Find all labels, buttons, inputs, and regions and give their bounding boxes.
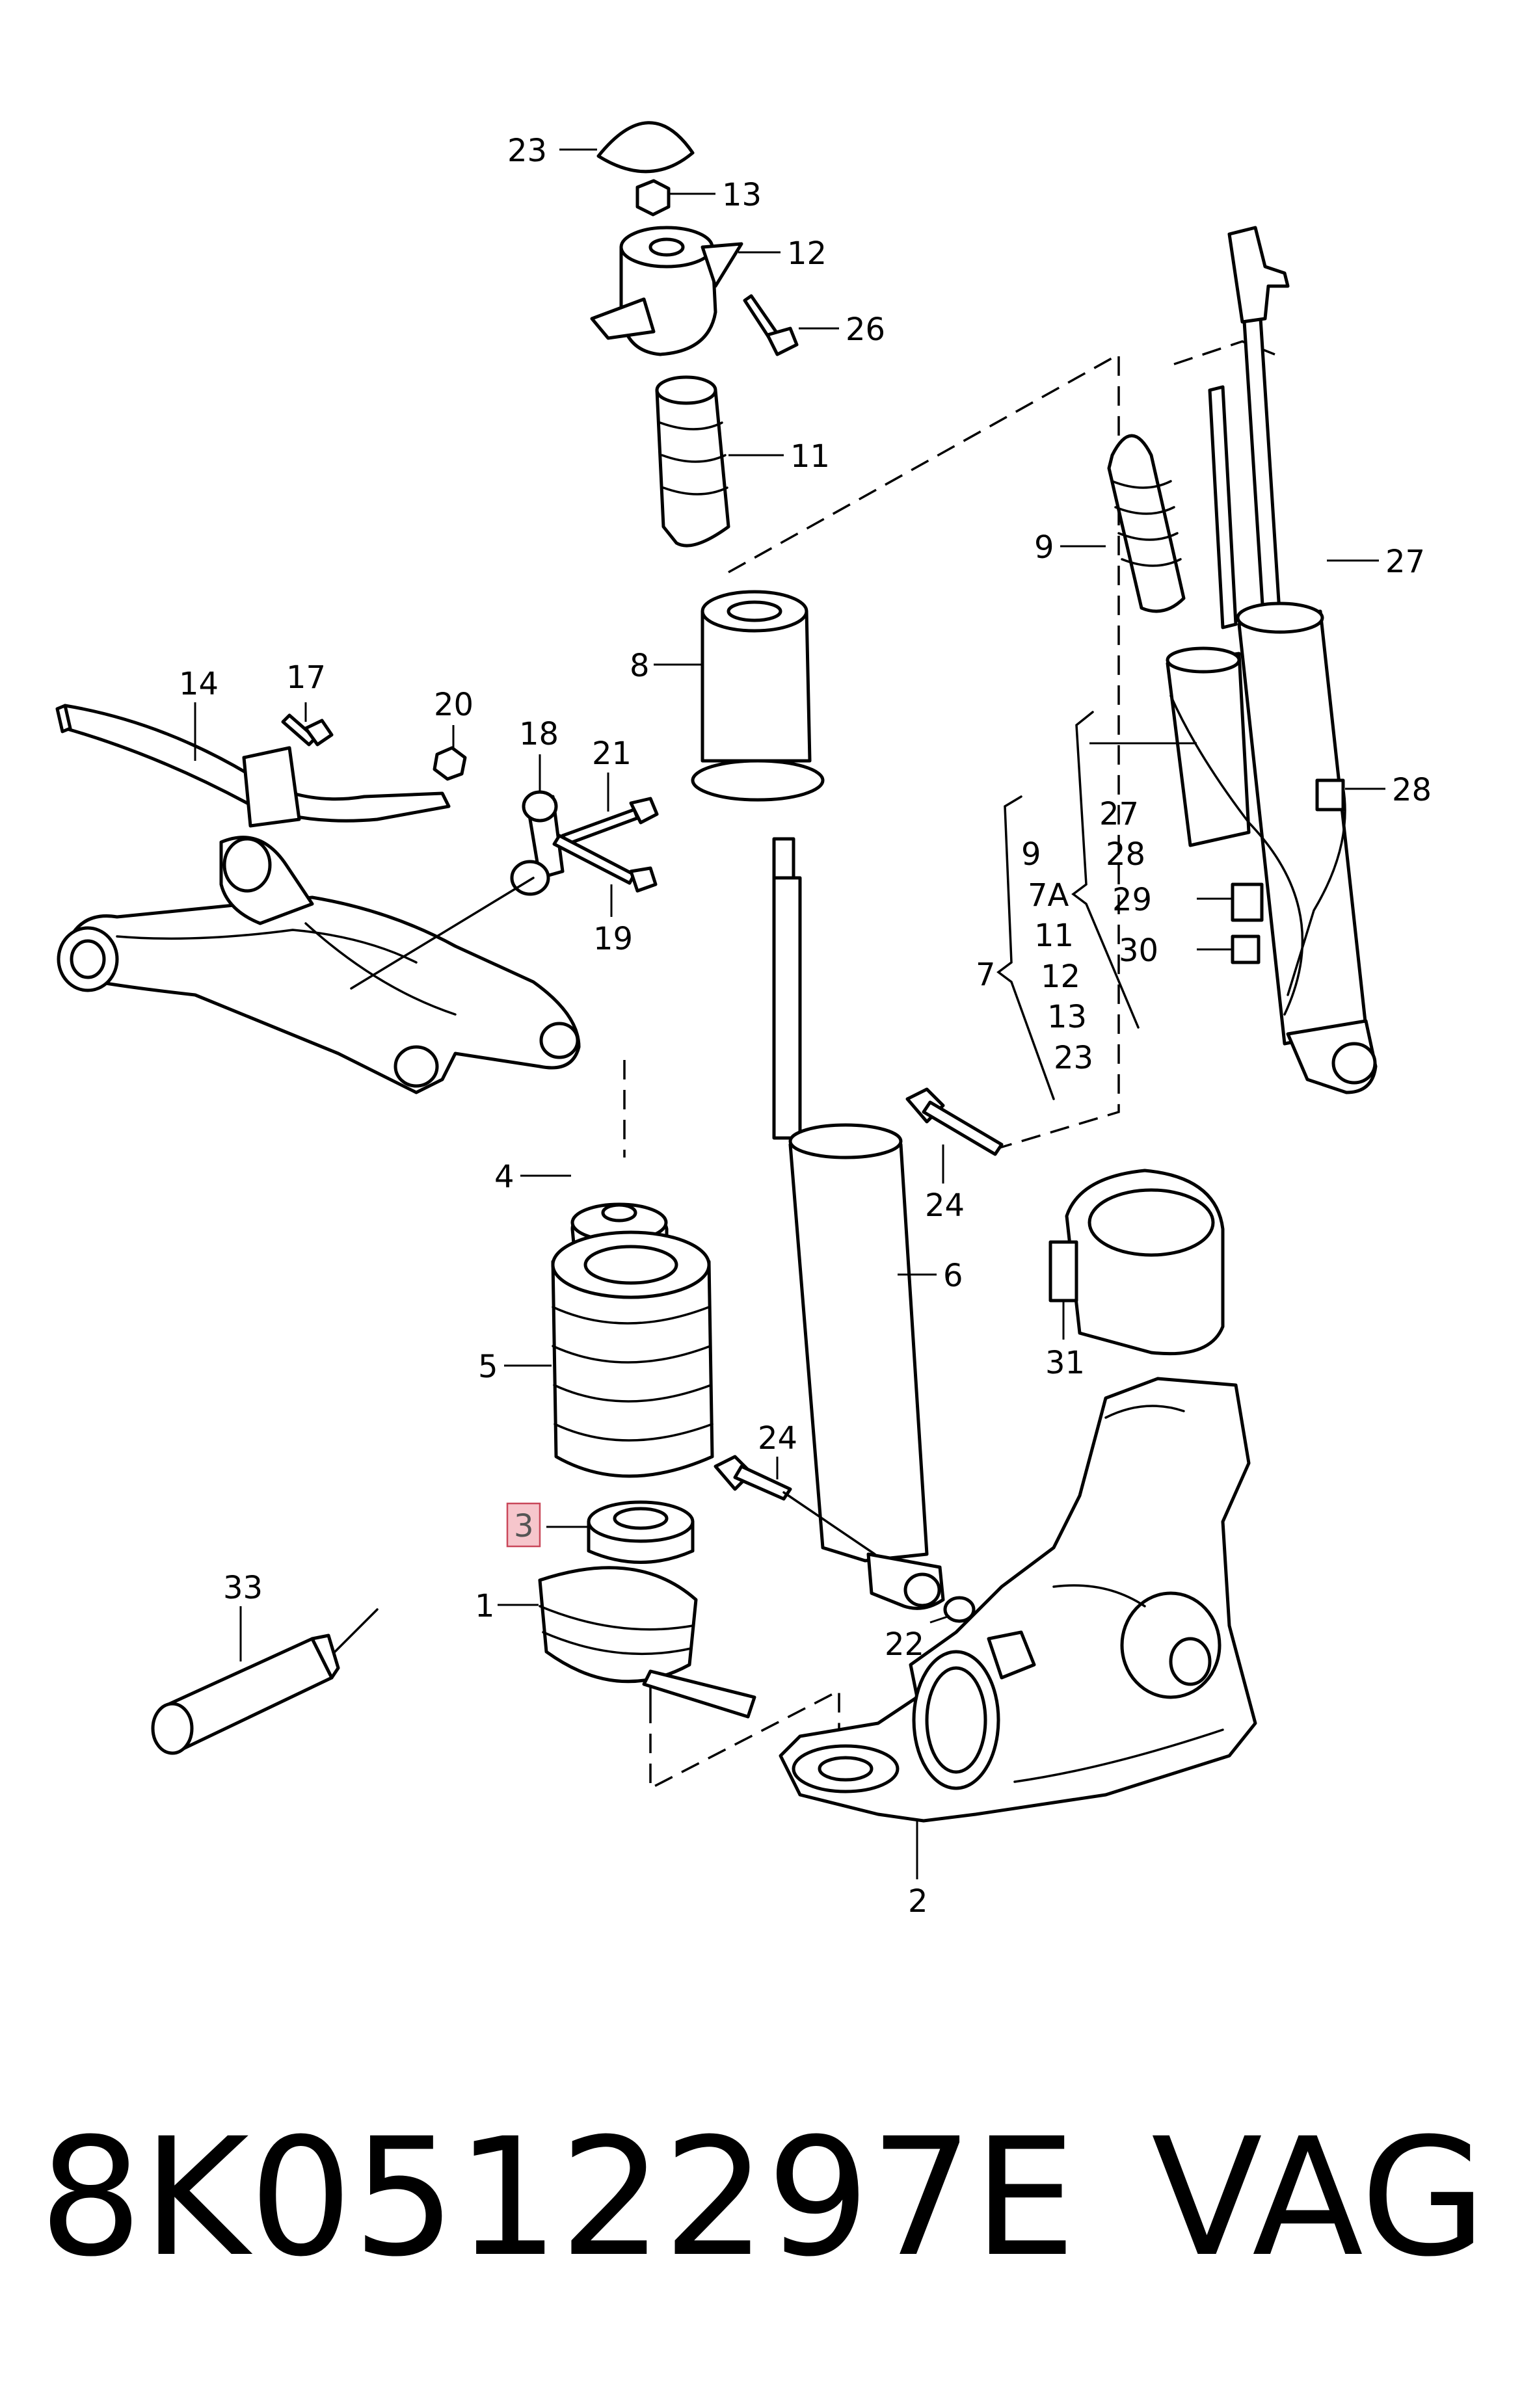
callout-6: 6 bbox=[943, 1258, 963, 1294]
part-13-nut: 13 bbox=[635, 177, 762, 217]
callout-22: 22 bbox=[885, 1626, 924, 1663]
group-7-item-0: 9 bbox=[1021, 836, 1041, 873]
part-26-bolt: 26 bbox=[743, 294, 885, 356]
callout-17: 17 bbox=[286, 659, 326, 696]
callout-31: 31 bbox=[1045, 1345, 1085, 1381]
part-24-bolt-upper: 24 bbox=[905, 1087, 1004, 1224]
callout-27: 27 bbox=[1385, 544, 1425, 580]
callout-12: 12 bbox=[787, 235, 827, 272]
callout-23: 23 bbox=[507, 133, 547, 169]
part-6-shock-absorber: 6 bbox=[772, 837, 963, 1610]
part-17-bolt: 17 bbox=[281, 659, 334, 747]
group-7a-item-2: 29 bbox=[1112, 882, 1152, 918]
callout-5: 5 bbox=[478, 1349, 498, 1385]
callout-24b: 24 bbox=[758, 1420, 797, 1457]
callout-13: 13 bbox=[722, 177, 762, 213]
group-7-bracket: 7 9 7A 11 12 13 23 bbox=[976, 795, 1093, 1100]
group-7-label: 7 bbox=[976, 957, 996, 993]
part-5-coil-spring: 5 bbox=[478, 1230, 714, 1478]
callout-14: 14 bbox=[179, 666, 219, 702]
brand-name: VAG bbox=[1151, 2103, 1487, 2292]
callout-33: 33 bbox=[223, 1570, 263, 1606]
callout-26: 26 bbox=[846, 311, 885, 348]
part-2-wheel-carrier: 2 bbox=[779, 1377, 1257, 1920]
part-23-cap: 23 bbox=[507, 121, 695, 174]
callout-1: 1 bbox=[475, 1588, 495, 1624]
group-7-item-3: 12 bbox=[1041, 959, 1080, 995]
group-7a-bracket: 27 28 29 30 bbox=[1071, 711, 1197, 1029]
group-7a-item-3: 30 bbox=[1119, 933, 1158, 969]
callout-2: 2 bbox=[908, 1883, 928, 1920]
group-7-item-5: 23 bbox=[1054, 1040, 1093, 1076]
part-12-top-mount: 12 bbox=[590, 226, 827, 356]
group-7-item-4: 13 bbox=[1047, 999, 1087, 1035]
callout-3: 3 bbox=[514, 1508, 534, 1544]
part-21-bolt: 21 bbox=[561, 735, 659, 846]
callout-3-highlight bbox=[506, 1502, 541, 1548]
callout-28: 28 bbox=[1392, 772, 1432, 808]
callout-8: 8 bbox=[630, 648, 650, 684]
part-29-30-sensors bbox=[1197, 882, 1264, 964]
group-7a-item-1: 28 bbox=[1106, 836, 1145, 873]
part-20-nut: 20 bbox=[433, 687, 474, 781]
callout-9b: 9 bbox=[1034, 529, 1054, 566]
part-11-bump-stop: 11 bbox=[655, 375, 830, 548]
callout-20: 20 bbox=[434, 687, 474, 723]
part-31-bushing: 31 bbox=[1045, 1169, 1225, 1381]
callout-18: 18 bbox=[519, 716, 559, 752]
part-33-grease-cartridge: 33 bbox=[151, 1570, 379, 1755]
group-7a-item-0: 27 bbox=[1099, 796, 1139, 832]
callout-4: 4 bbox=[494, 1159, 514, 1195]
callout-21: 21 bbox=[592, 735, 632, 772]
callout-19: 19 bbox=[593, 921, 633, 957]
part-trailing-arm bbox=[57, 836, 581, 1094]
callout-24a: 24 bbox=[925, 1187, 965, 1224]
part-27-air-strut: 27 28 bbox=[1166, 226, 1432, 1094]
part-22-washer: 22 bbox=[885, 1596, 976, 1663]
part-8-protective-tube: 8 bbox=[630, 590, 825, 802]
part-24-bolt-lower: 24 bbox=[714, 1420, 876, 1555]
part-9-dust-boot: 9 bbox=[1034, 434, 1186, 613]
part-18-coupling-rod: 18 bbox=[510, 716, 565, 896]
part-3-lower-spring-seat: 3 bbox=[506, 1500, 695, 1564]
part-number: 8K0512297E bbox=[39, 2103, 1076, 2292]
group-7-item-1: 7A bbox=[1028, 877, 1069, 914]
part-1-spring-pad: 1 bbox=[475, 1566, 756, 1719]
group-7-item-2: 11 bbox=[1034, 918, 1074, 954]
part-19-bolt: 19 bbox=[552, 834, 658, 957]
part-14-stabilizer-bar: 14 bbox=[55, 666, 451, 828]
callout-11: 11 bbox=[790, 438, 830, 475]
